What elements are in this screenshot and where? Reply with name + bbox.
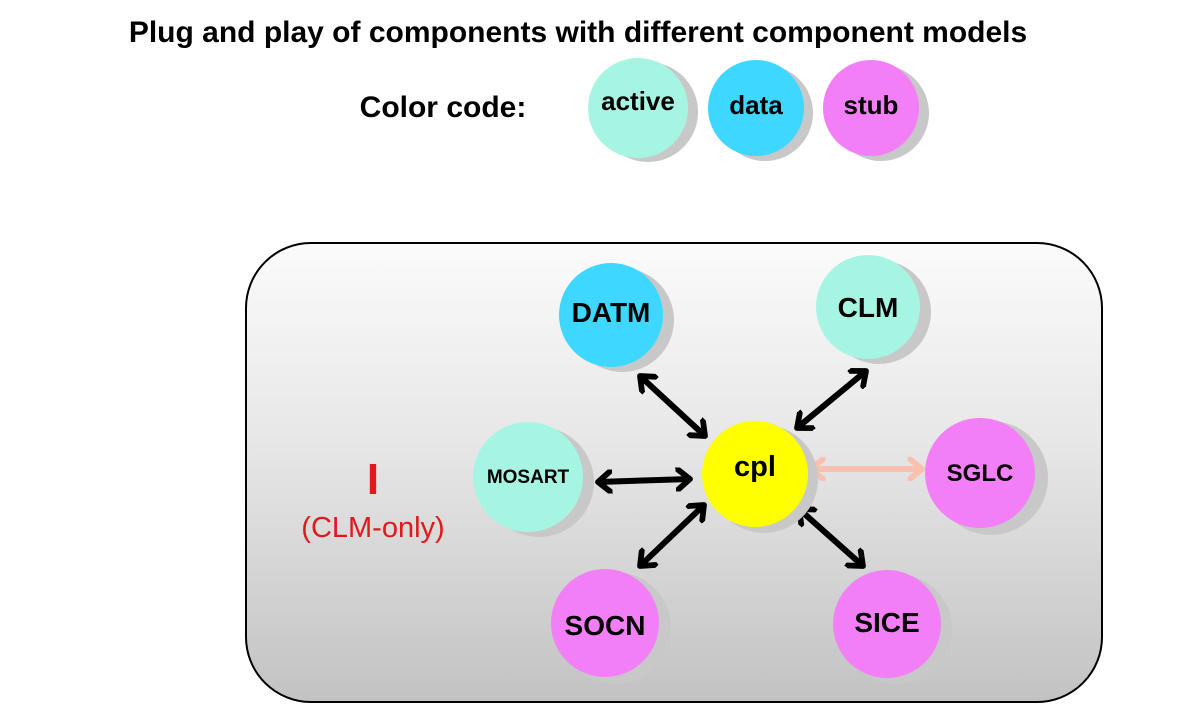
legend-item-label: active [601, 86, 675, 116]
node-label: cpl [734, 451, 776, 483]
arrow-cpl-clm [797, 371, 866, 428]
node-sglc: SGLC [925, 418, 1048, 535]
arrow-cpl-sice [799, 509, 863, 566]
node-label: MOSART [487, 467, 570, 488]
legend-swatch [588, 58, 688, 158]
legend-item-stub: stub [823, 60, 929, 161]
node-label: CLM [838, 292, 899, 323]
node-circle [702, 421, 808, 527]
node-clm: CLM [816, 255, 931, 364]
connector-arrows [598, 371, 922, 566]
node-label: SICE [854, 607, 919, 638]
node-circle [551, 569, 659, 677]
mode-caption: (CLM-only) [301, 512, 444, 544]
arrow-cpl-mosart [598, 479, 690, 482]
arrow-cpl-socn [640, 505, 704, 566]
compset-mode: I (CLM-only) [301, 455, 444, 544]
legend-item-data: data [708, 60, 813, 161]
node-cpl: cpl [702, 421, 818, 533]
node-label: SOCN [565, 610, 646, 641]
node-circle [559, 263, 663, 367]
node-datm: DATM [559, 263, 674, 372]
mode-letter: I [367, 455, 379, 504]
node-label: DATM [572, 297, 651, 328]
legend-item-label: stub [844, 90, 899, 120]
page-title: Plug and play of components with differe… [129, 16, 1027, 49]
legend-swatch [823, 60, 919, 156]
legend-item-active: active [588, 58, 698, 162]
node-label: SGLC [947, 460, 1014, 487]
legend-item-label: data [729, 90, 783, 120]
arrow-cpl-datm [640, 376, 705, 436]
node-socn: SOCN [551, 569, 671, 684]
legend-swatch [708, 60, 804, 156]
node-circle [473, 422, 583, 532]
node-circle [925, 418, 1035, 528]
node-mosart: MOSART [473, 422, 594, 537]
node-circle [816, 255, 920, 359]
node-sice: SICE [833, 570, 952, 684]
legend-label: Color code: [360, 91, 527, 124]
color-legend: Color code: active data stub [360, 58, 929, 162]
node-circle [833, 570, 941, 678]
